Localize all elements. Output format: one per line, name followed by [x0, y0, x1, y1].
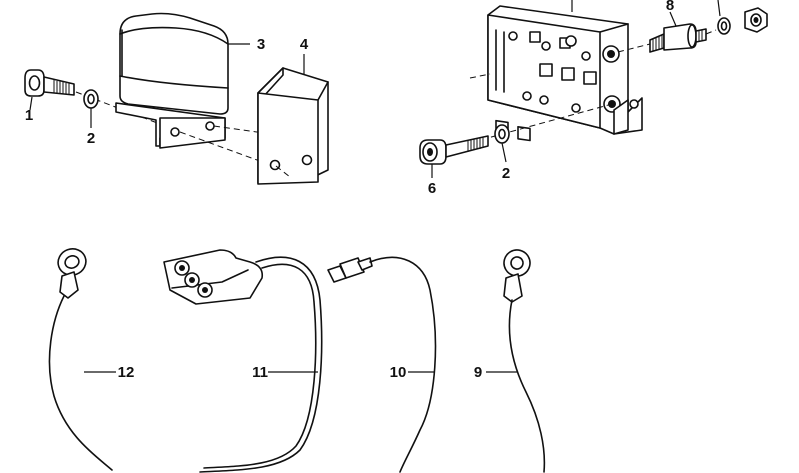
callout-3: 3 — [257, 36, 265, 53]
leader-line — [501, 142, 507, 163]
terminal-block — [487, 5, 643, 142]
stud-part-8 — [649, 23, 707, 53]
callout-4: 4 — [300, 36, 309, 53]
leader-line — [717, 0, 721, 17]
callout-2-right: 2 — [502, 165, 510, 182]
assembly-line — [705, 29, 717, 35]
bolt-part-6 — [419, 135, 489, 165]
wire-part-10 — [327, 256, 437, 473]
assembly-line — [275, 165, 291, 178]
nut-right — [744, 7, 768, 33]
wiring-harness-part-11 — [163, 249, 323, 473]
ground-lead-part-12 — [48, 248, 113, 471]
callout-11: 11 — [252, 364, 268, 381]
bolt-part-1 — [24, 69, 75, 97]
washer-right — [717, 17, 731, 35]
leader-line — [29, 96, 33, 111]
callout-9: 9 — [474, 364, 482, 381]
callout-12: 12 — [118, 364, 135, 381]
callout-10: 10 — [390, 364, 407, 381]
assembly-line — [469, 73, 491, 79]
assembly-line — [179, 131, 269, 165]
washer-part-2-left — [83, 89, 99, 109]
callout-6: 6 — [428, 180, 436, 197]
bracket-part-4 — [257, 67, 329, 185]
relay-part-3 — [115, 12, 229, 149]
ground-lead-part-9 — [503, 249, 546, 473]
callout-1: 1 — [25, 107, 33, 124]
assembly-line — [617, 43, 651, 53]
callout-2-left: 2 — [87, 130, 95, 147]
leader-line — [669, 11, 677, 27]
callout-8: 8 — [666, 0, 674, 14]
washer-part-2-right — [494, 124, 510, 144]
